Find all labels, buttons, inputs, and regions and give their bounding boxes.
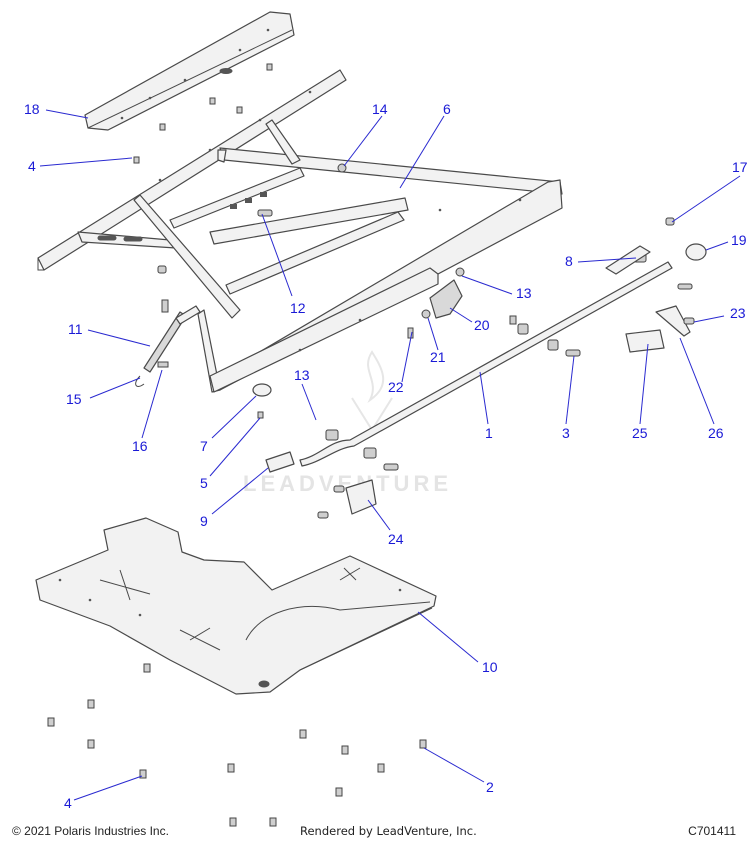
callout-19: 19 (731, 232, 747, 248)
lower-skid-plate (35, 517, 437, 695)
callout-23: 23 (730, 305, 746, 321)
skid-plate-bolts (47, 663, 427, 827)
callout-9: 9 (200, 513, 208, 529)
rendered-by-text: Rendered by LeadVenture, Inc. (300, 824, 477, 838)
right-latch-parts (665, 217, 707, 290)
callout-11: 11 (68, 321, 83, 337)
callout-6: 6 (443, 101, 451, 117)
link-rod-assembly (299, 245, 673, 471)
callout-25: 25 (632, 425, 648, 441)
leadventure-watermark: LEADVENTURE (243, 350, 452, 496)
callout-4b: 4 (64, 795, 72, 811)
callout-20: 20 (474, 317, 490, 333)
callout-8: 8 (565, 253, 573, 269)
rubber-bumper (252, 383, 272, 397)
rod-end-boot (265, 451, 295, 473)
callout-18: 18 (24, 101, 40, 117)
callout-2: 2 (486, 779, 494, 795)
leader-lines (39, 109, 741, 801)
callout-5: 5 (200, 475, 208, 491)
callout-labels: 18 4 14 6 17 19 8 13 12 23 20 11 21 22 1… (24, 101, 748, 811)
callout-26: 26 (708, 425, 724, 441)
callout-24: 24 (388, 531, 404, 547)
callout-12: 12 (290, 300, 306, 316)
callout-4: 4 (28, 158, 36, 174)
callout-1: 1 (485, 425, 493, 441)
latch-brackets (625, 305, 695, 353)
copyright-text: © 2021 Polaris Industries Inc. (12, 824, 169, 838)
callout-3: 3 (562, 425, 570, 441)
hinge-bracket (407, 267, 517, 339)
callout-7: 7 (200, 438, 208, 454)
callout-17: 17 (732, 159, 748, 175)
upper-skid-plate (84, 11, 295, 131)
main-frame (37, 69, 563, 393)
callout-14: 14 (372, 101, 388, 117)
callout-15: 15 (66, 391, 82, 407)
watermark-text: LEADVENTURE (243, 471, 452, 496)
bumper-fastener (257, 411, 264, 419)
callout-13b: 13 (294, 367, 310, 383)
gas-strut (135, 299, 201, 387)
callout-16: 16 (132, 438, 148, 454)
callout-22: 22 (388, 379, 404, 395)
callout-21: 21 (430, 349, 446, 365)
diagram-code: C701411 (688, 824, 736, 838)
lower-brackets (317, 479, 377, 519)
callout-10: 10 (482, 659, 498, 675)
callout-13: 13 (516, 285, 532, 301)
